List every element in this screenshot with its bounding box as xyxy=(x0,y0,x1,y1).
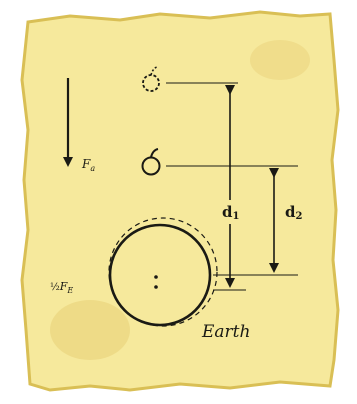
paper-stain xyxy=(250,40,310,80)
paper-stain xyxy=(50,300,130,360)
earth-label: Earth xyxy=(201,322,250,342)
